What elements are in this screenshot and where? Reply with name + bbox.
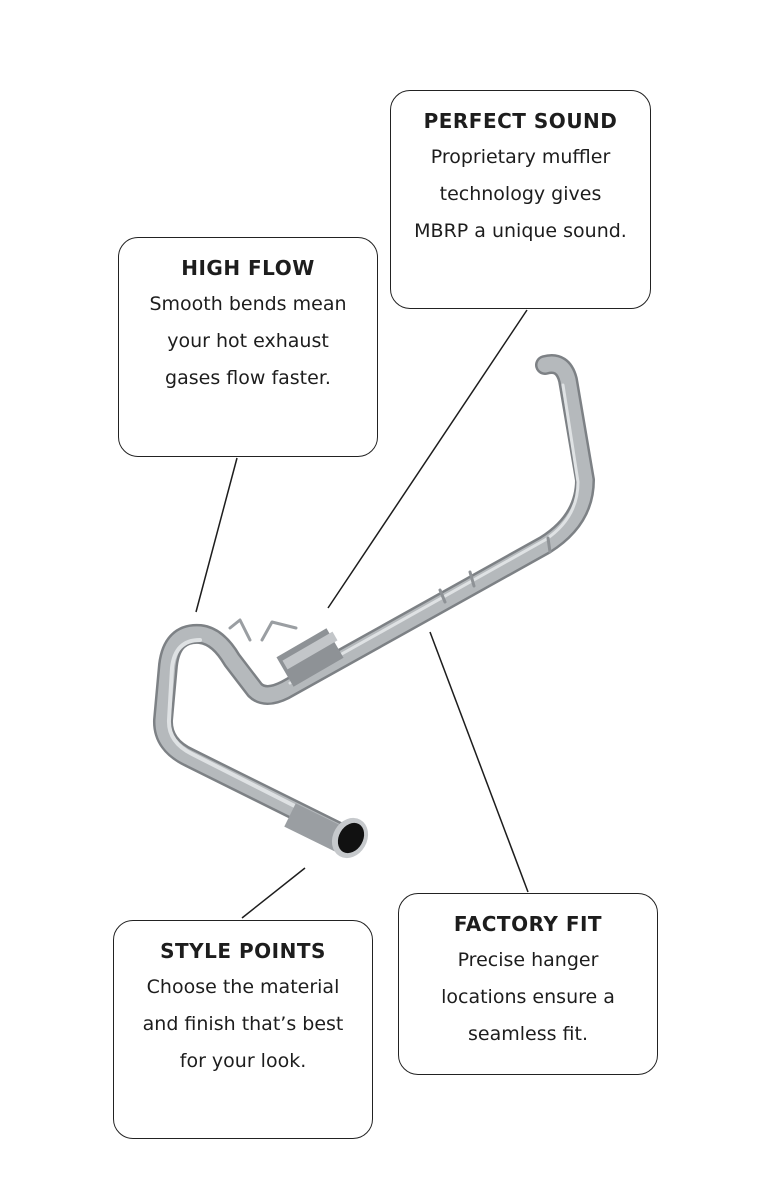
callout-title: FACTORY FIT (453, 912, 603, 936)
callout-factory-fit: FACTORY FIT Precise hanger locations ens… (398, 893, 658, 1075)
callout-high-flow: HIGH FLOW Smooth bends mean your hot exh… (118, 237, 378, 457)
callout-text: Smooth bends mean your hot exhaust gases… (149, 293, 347, 389)
callout-perfect-sound: PERFECT SOUND Proprietary muffler techno… (390, 90, 651, 309)
callout-text: Choose the material and finish that’s be… (142, 976, 344, 1072)
leader-line-factory-fit (429, 631, 529, 893)
callout-title: PERFECT SOUND (423, 109, 618, 133)
callout-text: Proprietary muffler technology gives MBR… (414, 146, 627, 242)
leader-lines (195, 309, 529, 919)
callout-style-points: STYLE POINTS Choose the material and fin… (113, 920, 373, 1139)
callout-title: HIGH FLOW (181, 256, 315, 280)
exhaust-tip-opening (337, 822, 365, 854)
callout-text: Precise hanger locations ensure a seamle… (441, 949, 615, 1045)
callout-title: STYLE POINTS (160, 939, 326, 963)
leader-line-style-points (241, 867, 306, 919)
leader-line-perfect-sound (327, 309, 528, 609)
leader-line-high-flow (195, 457, 238, 613)
